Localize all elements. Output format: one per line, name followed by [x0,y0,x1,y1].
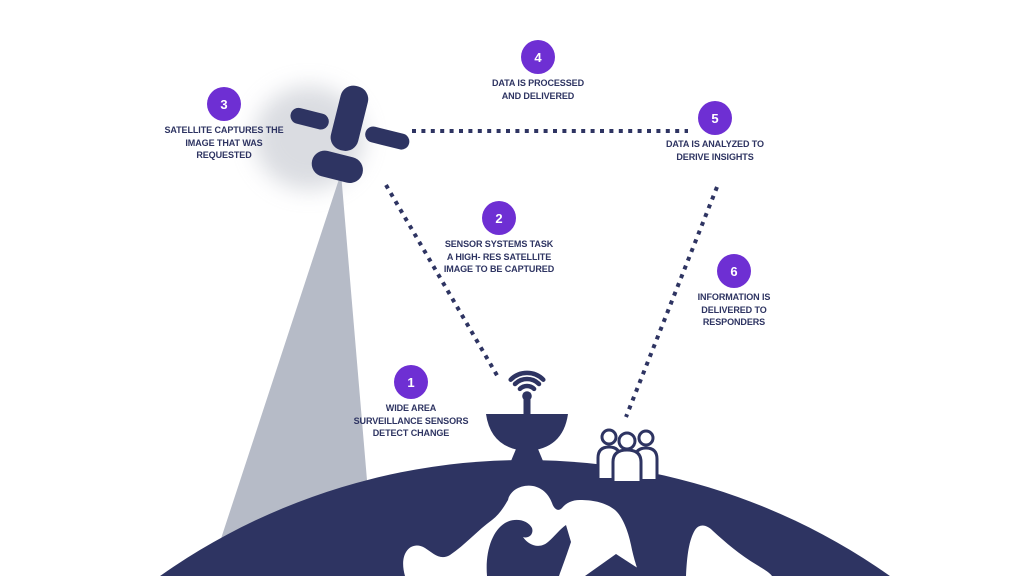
step-1-badge: 1 [394,365,428,399]
step-3-label: SATELLITE CAPTURES THE IMAGE THAT WAS RE… [164,125,284,161]
satellite-beam [214,173,368,560]
step-2-badge: 2 [482,201,516,235]
earth-mountain-detail [585,554,650,576]
step-6-label: INFORMATION IS DELIVERED TO RESPONDERS [697,292,771,328]
dotted-connector-step5-to-people [624,186,719,418]
step-1-label: WIDE AREA SURVEILLANCE SENSORS DETECT CH… [353,403,469,439]
person-head [600,428,618,446]
wifi-signal-icon [508,370,546,401]
earth-globe-graphic [160,460,890,576]
person-body [611,448,643,481]
ground-station-dish-icon [486,398,568,470]
satellite-body [330,85,369,151]
dotted-connector-satellite-to-dish [384,183,500,379]
step-3-badge: 3 [207,87,241,121]
satellite-right-panel [365,126,410,150]
step-6-badge: 6 [717,254,751,288]
step-5-badge: 5 [698,101,732,135]
earth-wave-detail [486,519,571,576]
people-group-icon [596,428,659,481]
satellite-dish-module [311,150,363,183]
satellite-icon [290,85,410,183]
person-head [617,431,637,451]
satellite-left-panel [290,107,329,130]
earth-water-cutout-right [686,525,772,576]
step-5-label: DATA IS ANALYZED TO DERIVE INSIGHTS [666,139,764,163]
step-4-badge: 4 [521,40,555,74]
step-2-label: SENSOR SYSTEMS TASK A HIGH- RES SATELLIT… [443,239,555,275]
person-head [637,429,655,447]
step-4-label: DATA IS PROCESSED AND DELIVERED [491,78,585,102]
